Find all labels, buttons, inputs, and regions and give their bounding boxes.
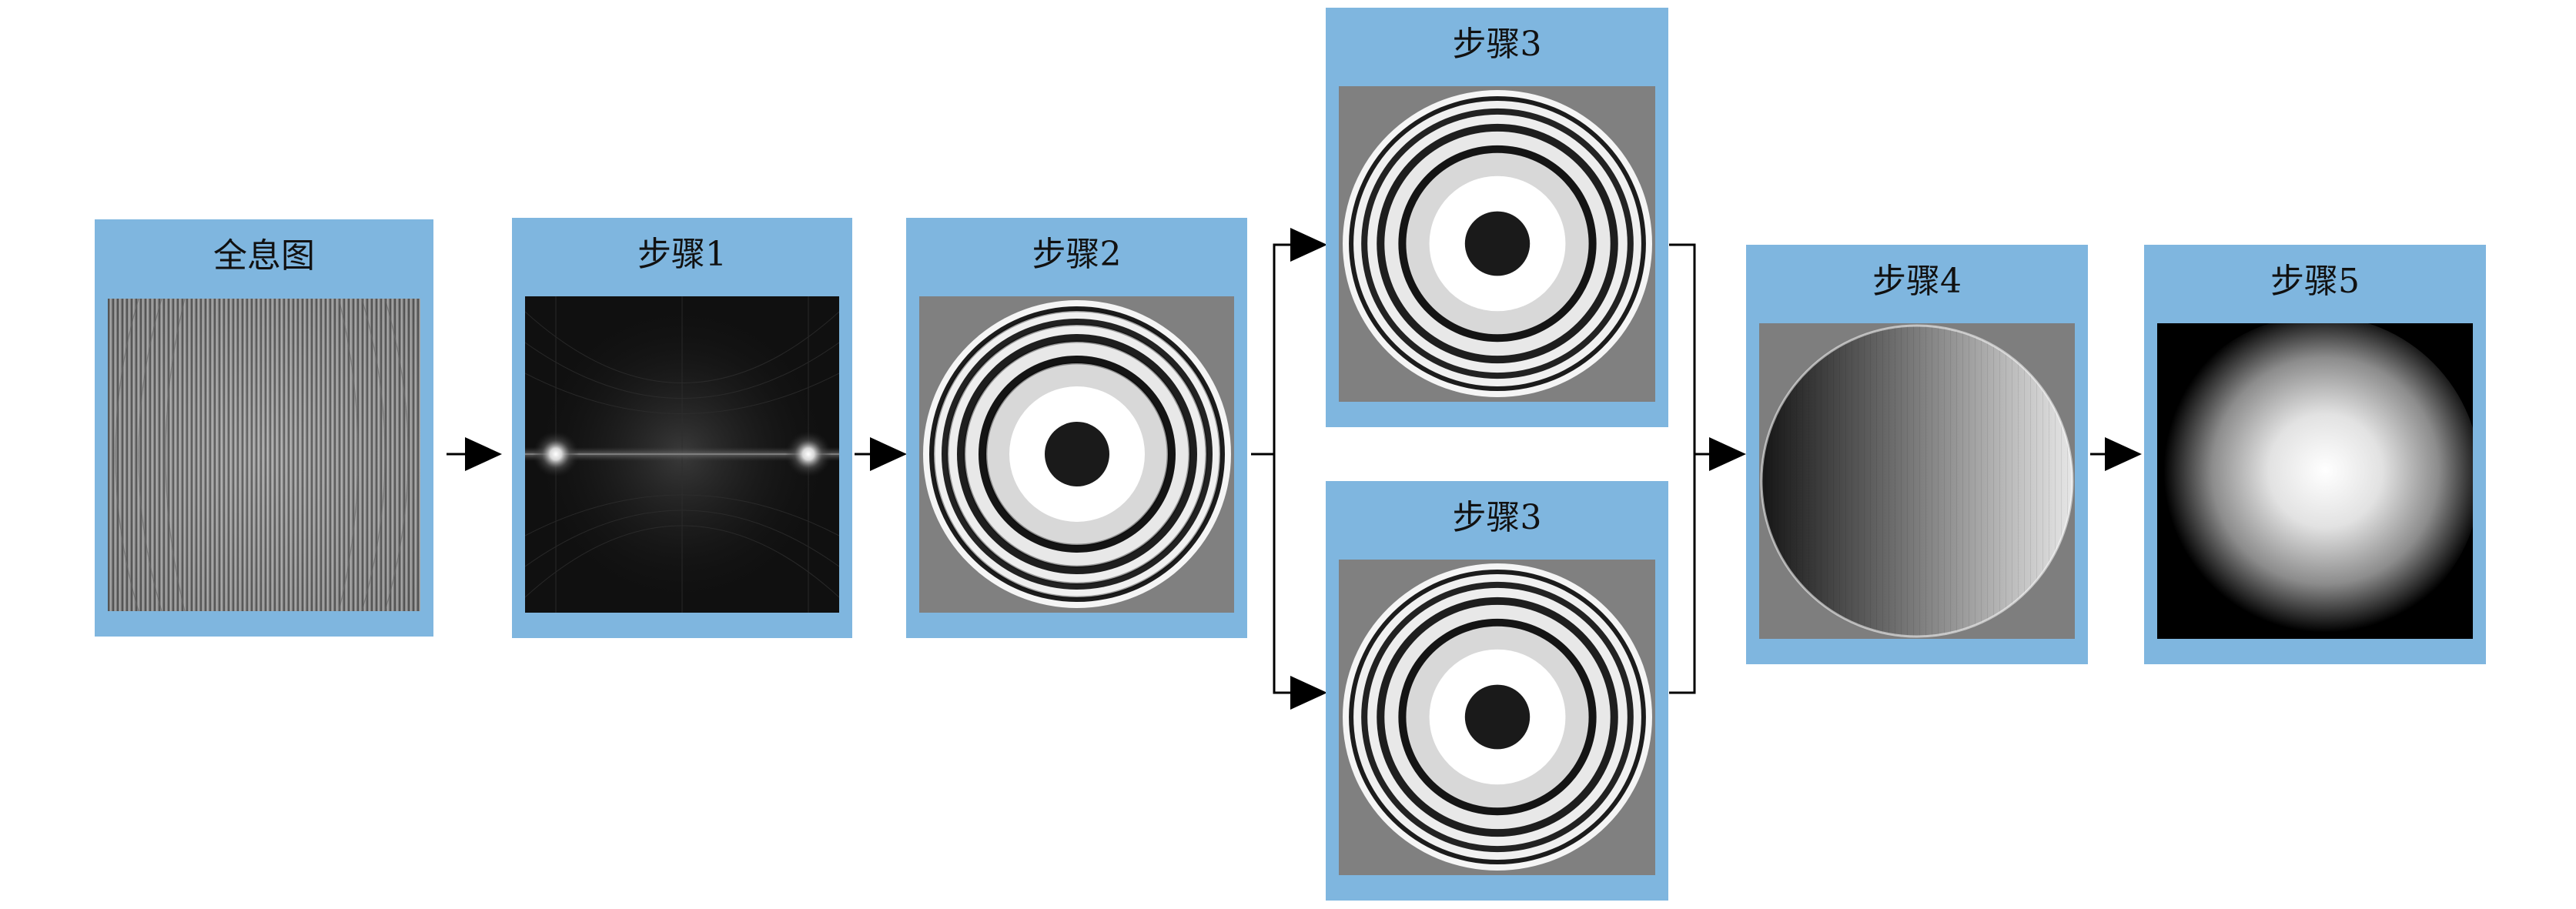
panel-step5: 步骤5 [2144, 245, 2486, 664]
arrowhead [465, 437, 502, 471]
panel-title: 步骤1 [637, 235, 727, 274]
merge-connector [1669, 243, 1696, 694]
arrowhead [1709, 437, 1746, 471]
wrapped-phase-image [1339, 560, 1655, 875]
panel-step1: 步骤1 [512, 218, 852, 638]
branch-connector [1251, 243, 1293, 456]
panel-step3-top: 步骤3 [1326, 8, 1668, 427]
final-phase-image [2157, 323, 2473, 639]
arrowhead [870, 437, 907, 471]
arrowhead [1290, 676, 1327, 710]
wrapped-phase-image [1339, 86, 1655, 402]
hologram-image [108, 299, 420, 611]
panel-hologram: 全息图 [95, 219, 433, 637]
branch-connector [1273, 454, 1293, 694]
panel-step2: 步骤2 [906, 218, 1247, 638]
panel-title: 全息图 [213, 236, 315, 276]
panel-step4: 步骤4 [1746, 245, 2088, 664]
wrapped-phase-image [919, 296, 1234, 613]
panel-title: 步骤4 [1872, 262, 1962, 301]
panel-title: 步骤2 [1032, 235, 1122, 274]
panel-title: 步骤3 [1452, 25, 1542, 64]
spectrum-image [525, 296, 839, 613]
panel-title: 步骤3 [1452, 498, 1542, 537]
panel-title: 步骤5 [2270, 262, 2360, 301]
panel-step3-bottom: 步骤3 [1326, 481, 1668, 901]
arrowhead [1290, 228, 1327, 262]
arrowhead [2105, 437, 2142, 471]
unwrapped-tilt-image [1759, 323, 2075, 639]
